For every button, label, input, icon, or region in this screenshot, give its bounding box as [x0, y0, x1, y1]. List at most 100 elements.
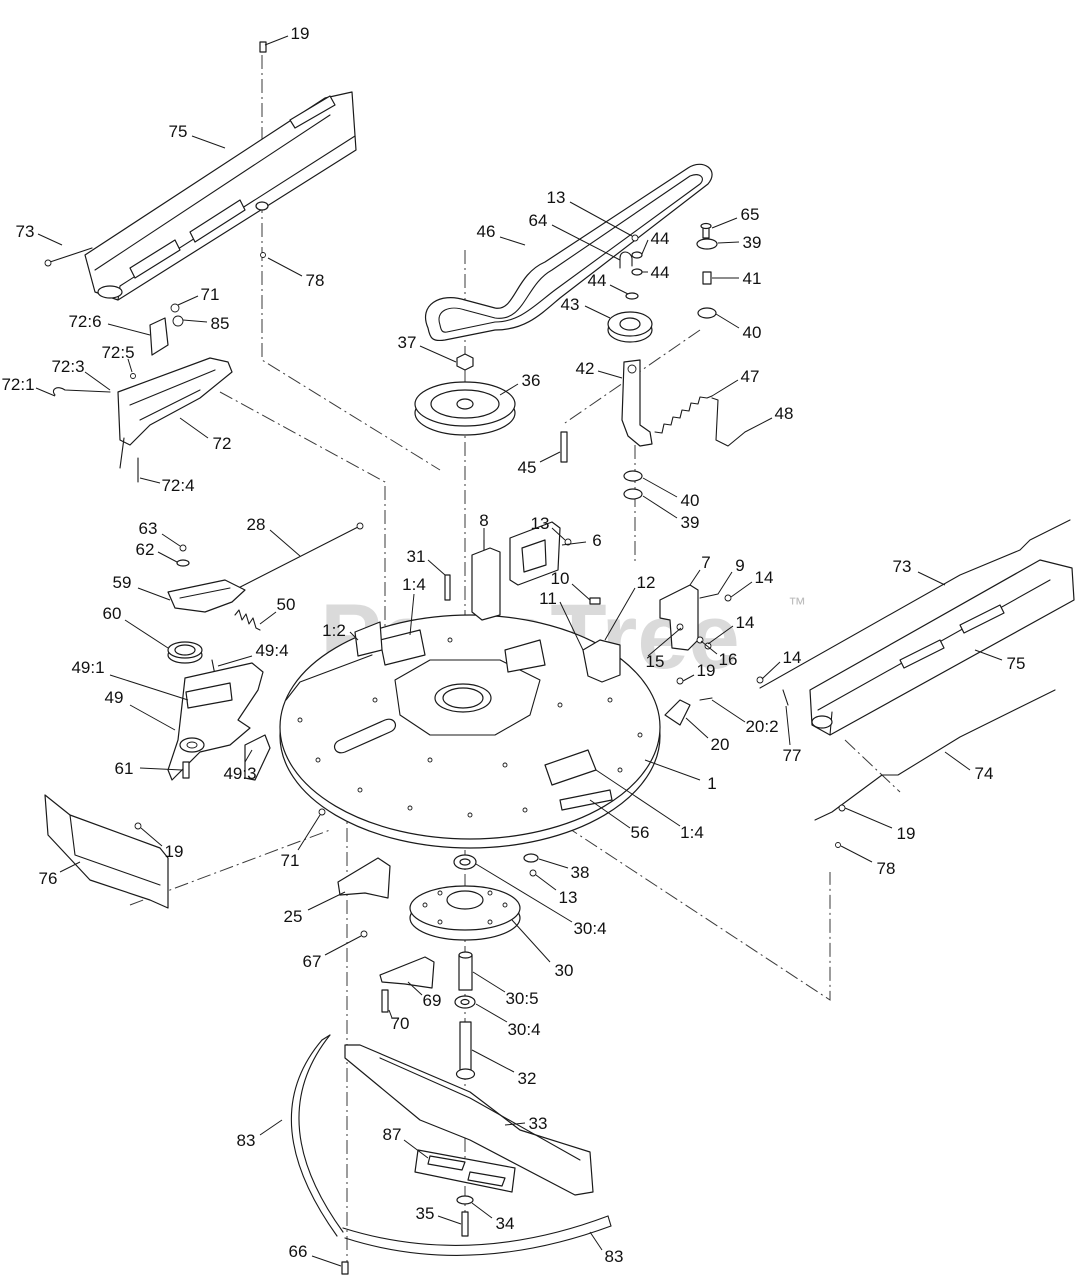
- callout-leader-line: [589, 799, 631, 829]
- callout-leader-line: [730, 581, 753, 598]
- callout-leader-line: [499, 383, 519, 396]
- callout-label: 14: [783, 648, 802, 667]
- plate-87: [414, 1149, 516, 1193]
- callout-label: 49: [105, 688, 124, 707]
- bracket-8: [471, 539, 501, 621]
- callout-leader-line: [642, 477, 678, 498]
- callout-leader-line: [475, 1003, 508, 1023]
- callout-label: 73: [893, 557, 912, 576]
- spring-47: [654, 395, 713, 434]
- callout-leader-line: [409, 593, 415, 636]
- callout-leader-line: [157, 551, 178, 563]
- rod-48: [711, 397, 746, 447]
- callout-label: 20: [711, 735, 730, 754]
- pin-45: [560, 431, 568, 463]
- spindle-shaft-32: [455, 1021, 476, 1080]
- callout-leader-line: [715, 313, 740, 329]
- callout-leader-line: [191, 135, 226, 149]
- callout-leader-line: [647, 627, 682, 657]
- callout-leader-line: [140, 827, 163, 847]
- callout-label: 72: [213, 434, 232, 453]
- callout-label: 28: [247, 515, 266, 534]
- callout-label: 35: [416, 1204, 435, 1223]
- callout-label: 13: [531, 514, 550, 533]
- callout-label: 45: [518, 458, 537, 477]
- callout-leader-line: [407, 981, 423, 996]
- callout-leader-line: [59, 861, 81, 873]
- nut-71: [318, 808, 326, 816]
- bolt-70: [381, 989, 389, 1013]
- spindle-housing-30: [409, 885, 521, 941]
- callout-label: 40: [681, 491, 700, 510]
- bracket-49: [167, 659, 271, 781]
- callout-label: 85: [211, 314, 230, 333]
- callout-label: 30:4: [507, 1020, 540, 1039]
- callout-leader-line: [685, 717, 709, 739]
- callout-label: 6: [592, 531, 601, 550]
- callout-leader-line: [388, 1009, 393, 1019]
- callout-label: 42: [576, 359, 595, 378]
- callout-leader-line: [264, 35, 289, 46]
- bolt-66: [341, 1261, 349, 1275]
- callout-leader-line: [538, 858, 569, 869]
- callout-leader-line: [689, 569, 701, 586]
- callout-label: 56: [631, 823, 650, 842]
- callout-label: 44: [588, 271, 607, 290]
- callout-label: 76: [39, 869, 58, 888]
- callout-leader-line: [107, 323, 151, 336]
- washers-40-39: [623, 470, 643, 500]
- callout-label: 9: [735, 556, 744, 575]
- callout-leader-line: [37, 233, 63, 246]
- bolt-19-top: [259, 41, 267, 53]
- nut-37: [456, 353, 474, 371]
- callout-label: 72:1: [1, 375, 34, 394]
- bolt-20: [664, 689, 789, 726]
- callout-leader-line: [177, 295, 199, 306]
- callout-label: 75: [169, 122, 188, 141]
- callout-leader-line: [551, 527, 566, 541]
- callout-label: 14: [755, 568, 774, 587]
- callout-leader-line: [539, 451, 561, 463]
- callout-label: 31: [407, 547, 426, 566]
- bracket-7: [659, 584, 732, 651]
- callout-leader-line: [127, 358, 133, 373]
- callout-leader-line: [499, 236, 526, 246]
- callout-leader-line: [707, 625, 734, 645]
- callout-label: 30: [555, 961, 574, 980]
- callout-leader-line: [711, 379, 739, 397]
- callout-leader-line: [471, 1049, 515, 1073]
- callout-leader-line: [267, 257, 303, 277]
- callout-label: 72:5: [101, 343, 134, 362]
- callout-leader-line: [944, 751, 971, 771]
- discharge-chute-72: [52, 303, 233, 483]
- callout-label: 71: [281, 851, 300, 870]
- callout-leader-line: [182, 319, 208, 323]
- callout-label: 46: [477, 222, 496, 241]
- callout-leader-line: [597, 370, 623, 379]
- callout-leader-line: [84, 371, 111, 391]
- callout-label: 14: [736, 613, 755, 632]
- callout-label: 34: [496, 1214, 515, 1233]
- callout-label: 83: [605, 1247, 624, 1266]
- callout-leader-line: [711, 699, 746, 723]
- callout-leader-line: [584, 305, 611, 319]
- callout-leader-line: [139, 767, 183, 771]
- callout-leader-line: [179, 417, 209, 439]
- callout-label: 1: [707, 774, 716, 793]
- callout-label: 87: [383, 1125, 402, 1144]
- callout-leader-line: [717, 241, 740, 244]
- callout-label: 33: [529, 1114, 548, 1133]
- callout-label: 19: [697, 661, 716, 680]
- callout-label: 73: [16, 222, 35, 241]
- callout-label: 13: [547, 188, 566, 207]
- callout-leader-line: [917, 571, 946, 586]
- nut-63: [179, 544, 187, 552]
- callout-label: 15: [646, 652, 665, 671]
- callout-label: 67: [303, 952, 322, 971]
- callout-label: 62: [136, 540, 155, 559]
- callout-leader-line: [504, 1122, 526, 1126]
- callout-leader-line: [561, 541, 587, 546]
- blade-33: [344, 1044, 594, 1196]
- callout-label: 41: [743, 269, 762, 288]
- callout-label: 72:4: [161, 476, 194, 495]
